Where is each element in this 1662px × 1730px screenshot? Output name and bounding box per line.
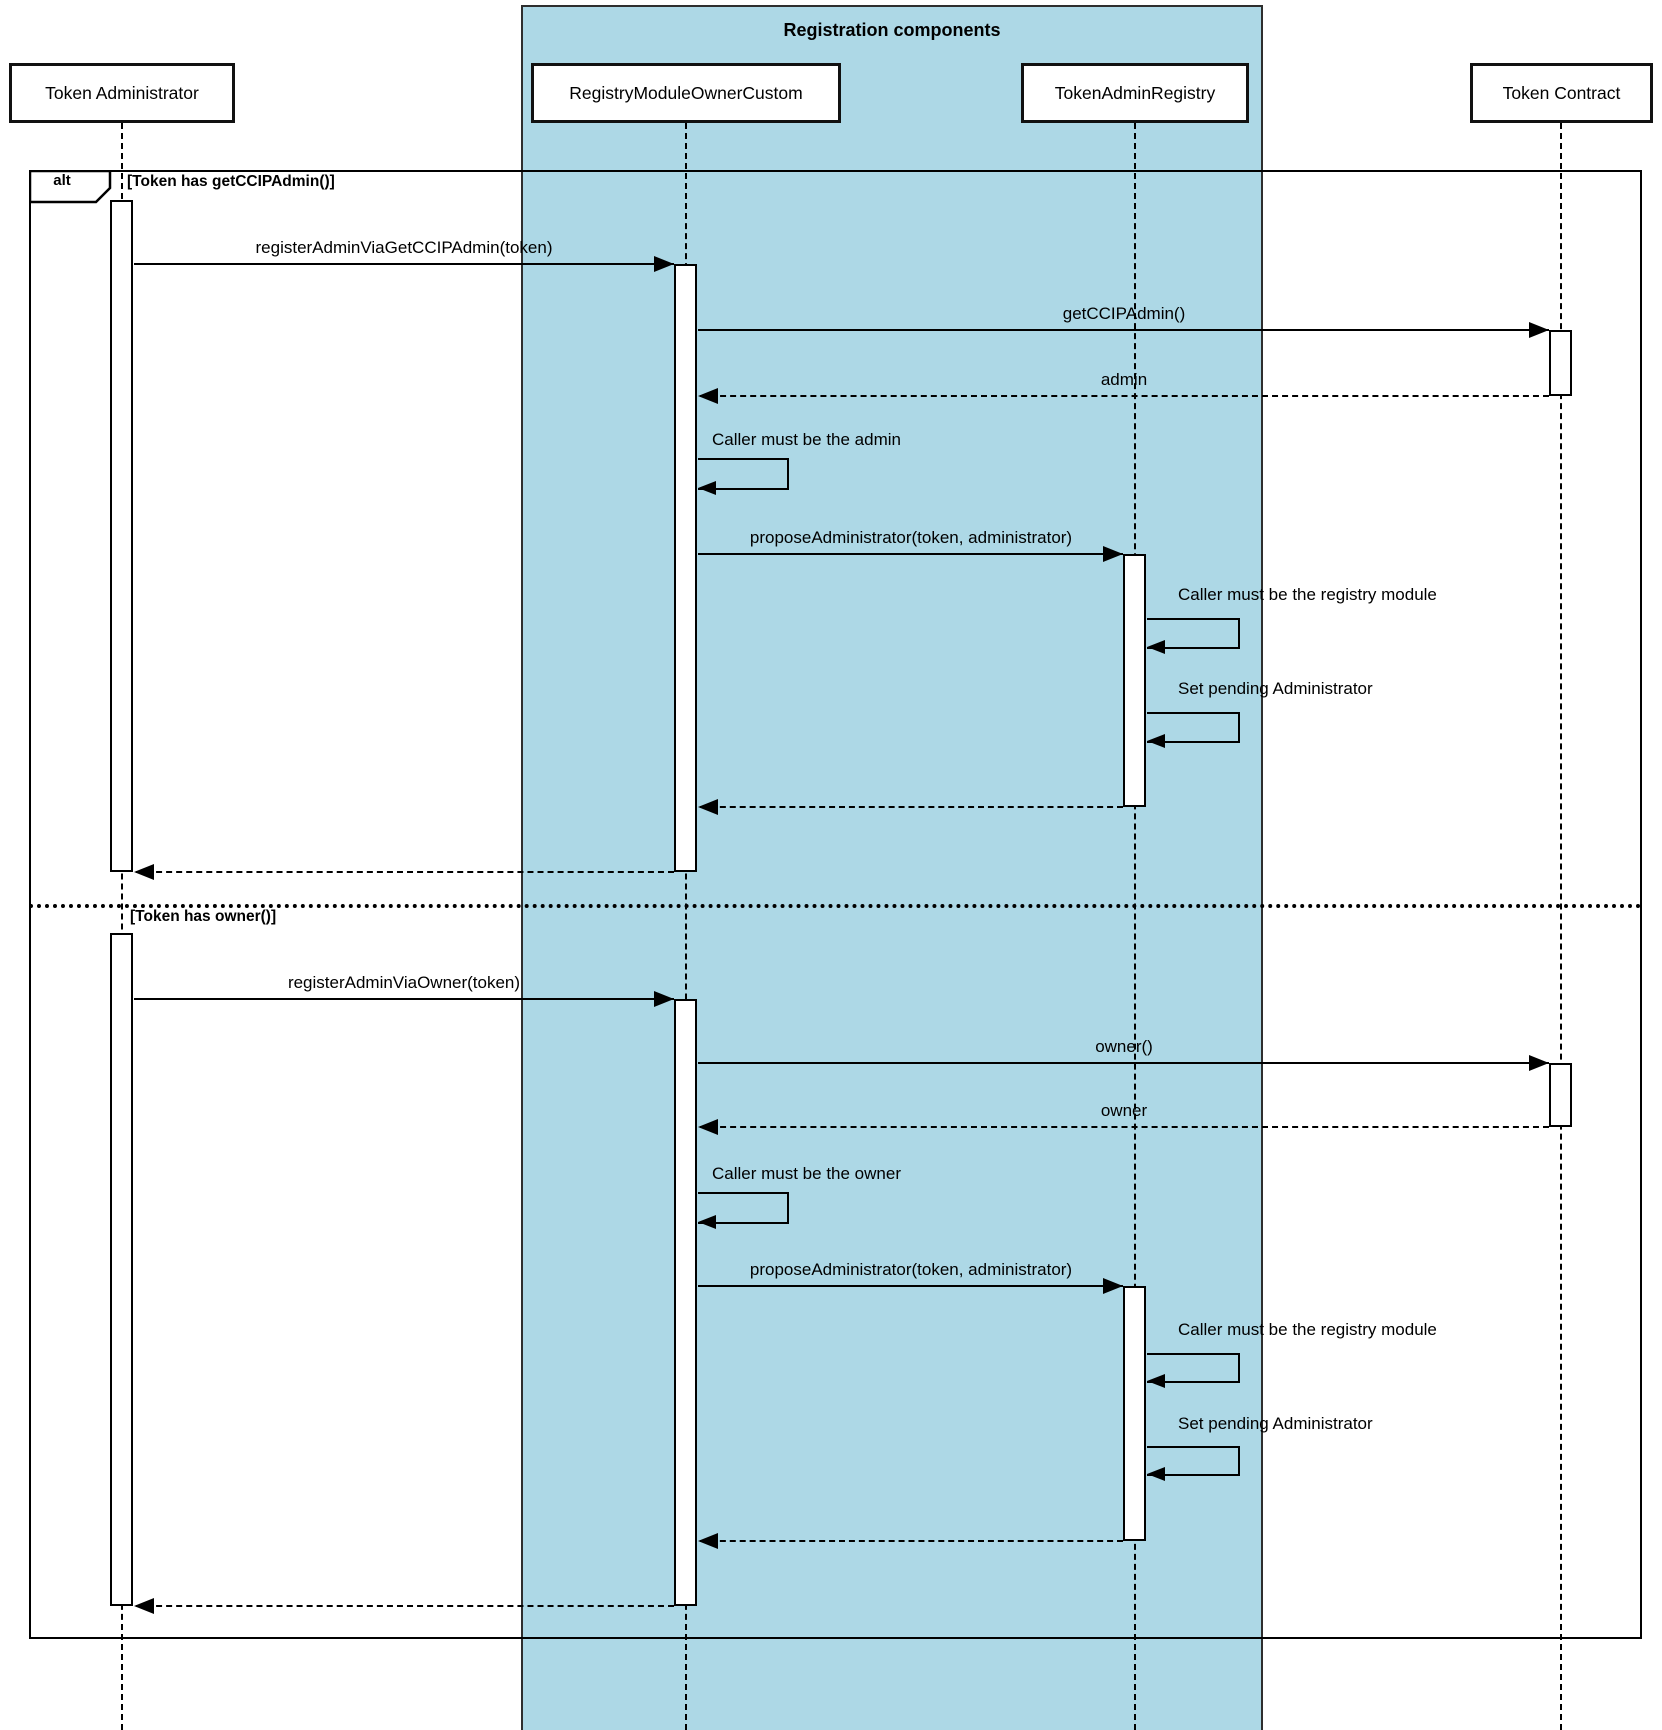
message-label: getCCIPAdmin() bbox=[1062, 304, 1186, 323]
self-message-label: Caller must be the registry module bbox=[1178, 585, 1437, 604]
lifeline-token-administrator bbox=[121, 123, 123, 1730]
activation-token-admin-registry-2 bbox=[1123, 1286, 1146, 1541]
activation-token-contract-2 bbox=[1549, 1063, 1572, 1127]
alt-operator-label: alt bbox=[53, 172, 71, 189]
self-message-label: Caller must be the owner bbox=[712, 1164, 901, 1183]
lifeline-registry-module-owner-custom bbox=[685, 123, 687, 1730]
message-arrow bbox=[134, 998, 674, 1000]
activation-registry-module-2 bbox=[674, 999, 697, 1606]
participant-label: Token Contract bbox=[1502, 82, 1621, 103]
self-message-label: Set pending Administrator bbox=[1178, 1414, 1373, 1433]
arrowhead-icon bbox=[698, 799, 718, 815]
arrowhead-icon bbox=[1147, 640, 1165, 654]
return-arrow bbox=[136, 1605, 674, 1607]
participant-token-contract: Token Contract bbox=[1470, 63, 1653, 123]
participant-token-admin-registry: TokenAdminRegistry bbox=[1021, 63, 1249, 123]
lifeline-token-admin-registry bbox=[1134, 123, 1136, 1730]
arrowhead-icon bbox=[654, 991, 674, 1007]
arrowhead-icon bbox=[1147, 1467, 1165, 1481]
return-arrow bbox=[700, 1540, 1123, 1542]
message-arrow bbox=[698, 1285, 1123, 1287]
message-label: registerAdminViaOwner(token) bbox=[287, 973, 521, 992]
participant-token-administrator: Token Administrator bbox=[9, 63, 235, 123]
message-arrow bbox=[698, 329, 1549, 331]
arrowhead-icon bbox=[1529, 322, 1549, 338]
message-arrow bbox=[134, 263, 674, 265]
arrowhead-icon bbox=[134, 864, 154, 880]
message-label: proposeAdministrator(token, administrato… bbox=[749, 528, 1073, 547]
self-message-label: Caller must be the admin bbox=[712, 430, 901, 449]
arrowhead-icon bbox=[134, 1598, 154, 1614]
message-label: registerAdminViaGetCCIPAdmin(token) bbox=[255, 238, 553, 257]
self-message-loop bbox=[1147, 618, 1240, 649]
activation-token-administrator-2 bbox=[110, 933, 133, 1606]
participant-label: RegistryModuleOwnerCustom bbox=[569, 82, 803, 103]
arrowhead-icon bbox=[1529, 1055, 1549, 1071]
arrowhead-icon bbox=[698, 1119, 718, 1135]
participant-label: TokenAdminRegistry bbox=[1054, 82, 1216, 103]
arrowhead-icon bbox=[1103, 1278, 1123, 1294]
arrowhead-icon bbox=[698, 1215, 716, 1229]
alt-operator-pentagon bbox=[29, 170, 112, 204]
arrowhead-icon bbox=[1147, 1374, 1165, 1388]
message-label: owner bbox=[1100, 1101, 1148, 1120]
message-label: proposeAdministrator(token, administrato… bbox=[749, 1260, 1073, 1279]
activation-token-contract-1 bbox=[1549, 330, 1572, 396]
return-arrow bbox=[136, 871, 674, 873]
self-message-loop bbox=[698, 1192, 789, 1224]
return-arrow bbox=[700, 395, 1549, 397]
activation-registry-module-1 bbox=[674, 264, 697, 872]
message-label: owner() bbox=[1095, 1037, 1153, 1056]
participant-registry-module-owner-custom: RegistryModuleOwnerCustom bbox=[531, 63, 841, 123]
guard-condition-2: [Token has owner()] bbox=[130, 908, 277, 925]
message-arrow bbox=[698, 553, 1123, 555]
arrowhead-icon bbox=[698, 388, 718, 404]
message-label: admin bbox=[1100, 370, 1148, 389]
return-arrow bbox=[700, 1126, 1549, 1128]
message-arrow bbox=[698, 1062, 1549, 1064]
self-message-loop bbox=[1147, 1446, 1240, 1476]
self-message-label: Set pending Administrator bbox=[1178, 679, 1373, 698]
arrowhead-icon bbox=[698, 1533, 718, 1549]
activation-token-admin-registry-1 bbox=[1123, 554, 1146, 807]
arrowhead-icon bbox=[1147, 734, 1165, 748]
lifeline-token-contract bbox=[1560, 123, 1562, 1730]
guard-condition-1: [Token has getCCIPAdmin()] bbox=[127, 173, 335, 190]
activation-token-administrator-1 bbox=[110, 200, 133, 872]
participant-label: Token Administrator bbox=[45, 82, 199, 103]
self-message-loop bbox=[1147, 712, 1240, 743]
alt-divider bbox=[29, 904, 1642, 908]
arrowhead-icon bbox=[1103, 546, 1123, 562]
region-title: Registration components bbox=[783, 20, 1001, 40]
self-message-label: Caller must be the registry module bbox=[1178, 1320, 1437, 1339]
arrowhead-icon bbox=[698, 481, 716, 495]
self-message-loop bbox=[1147, 1353, 1240, 1383]
arrowhead-icon bbox=[654, 256, 674, 272]
return-arrow bbox=[700, 806, 1123, 808]
self-message-loop bbox=[698, 458, 789, 490]
